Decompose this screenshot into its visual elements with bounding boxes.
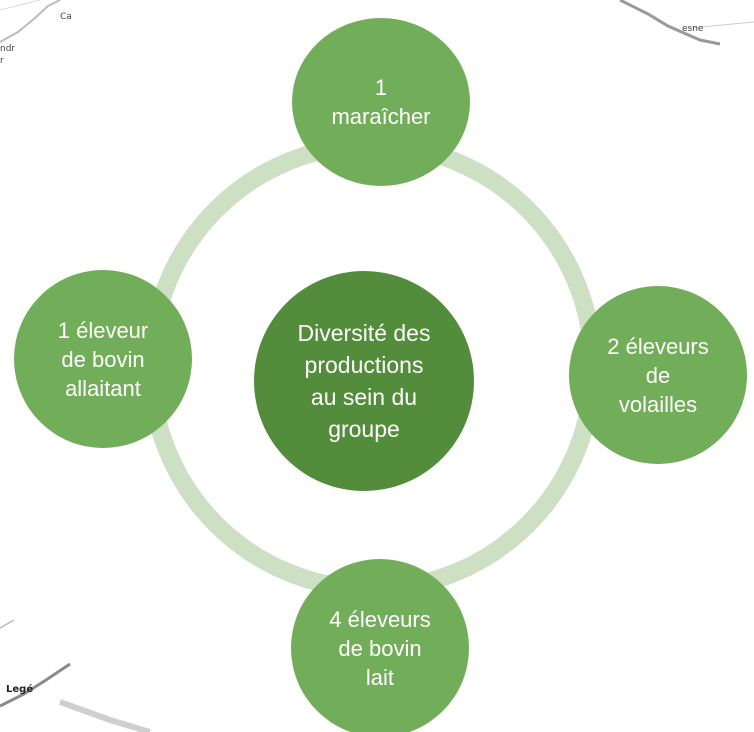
map-road-top-left (0, 0, 61, 43)
map-label: ndr (0, 44, 16, 54)
map-label: esne (682, 24, 704, 34)
node-label: 1 éleveur de bovin allaitant (57, 317, 149, 401)
node-eleveurs-bovin-lait: 4 éleveurs de bovin lait (291, 559, 469, 732)
node-eleveur-bovin-allaitant: 1 éleveur de bovin allaitant (14, 270, 192, 448)
node-label: 4 éleveurs de bovin lait (329, 606, 431, 690)
center-label: Diversité des productions au sein du gro… (297, 320, 431, 442)
map-label: Legé (6, 684, 34, 695)
map-label: r (0, 56, 4, 66)
node-label: 1 maraîcher (331, 75, 431, 129)
node-maraicher: 1 maraîcher (292, 18, 470, 186)
map-road-bottom-left-2 (0, 619, 15, 629)
node-label: 2 éleveurs de volailles (607, 333, 709, 417)
map-road-bottom-right-shadow (58, 699, 151, 732)
map-road-top-left-2 (0, 0, 41, 11)
center-node: Diversité des productions au sein du gro… (254, 271, 474, 491)
map-road-bottom-left (0, 662, 71, 708)
map-label: Ca (60, 12, 72, 22)
map-road-top-right-2 (689, 21, 754, 29)
map-road-top-right (619, 0, 721, 46)
node-eleveurs-volailles: 2 éleveurs de volailles (569, 286, 747, 464)
